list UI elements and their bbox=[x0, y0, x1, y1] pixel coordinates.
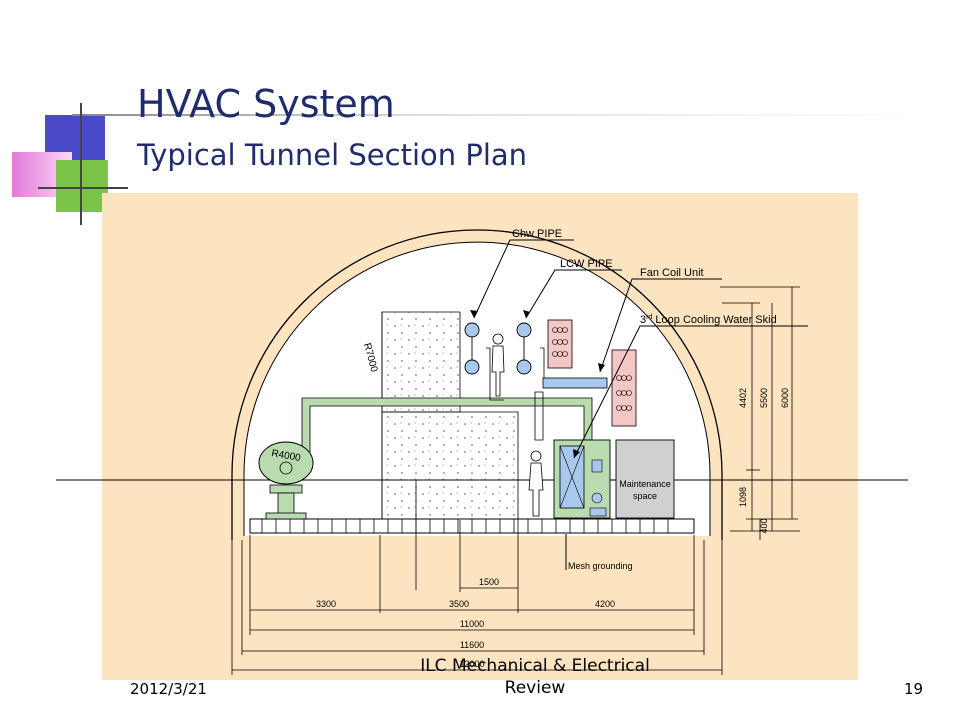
chw-pipe-label: Chw PIPE bbox=[512, 228, 562, 240]
concrete-wall-upper bbox=[381, 311, 461, 413]
dim-bottom: 12000 bbox=[459, 659, 484, 669]
chw-pipe-valves bbox=[464, 322, 532, 375]
cable-rack-right bbox=[611, 349, 637, 427]
deco-hline bbox=[38, 187, 128, 189]
person-upper bbox=[491, 333, 505, 397]
dim-1098: 1098 bbox=[738, 487, 748, 507]
dim-4402: 4402 bbox=[738, 388, 748, 408]
maintenance-space bbox=[615, 439, 675, 519]
loop-skid-label: 3rd Loop Cooling Water Skid bbox=[640, 314, 777, 326]
footer-center-line2: Review bbox=[504, 678, 566, 698]
lcw-pipe-label: LCW PIPE bbox=[560, 258, 613, 270]
r4000-tank bbox=[258, 441, 314, 485]
dim-400: 400 bbox=[759, 518, 769, 533]
dim-11600: 11600 bbox=[460, 640, 484, 650]
mesh-grounding-label: Mesh grounding bbox=[568, 561, 633, 571]
footer-center-line1: ILC Mechanical & Electrical bbox=[420, 656, 650, 676]
deco-square-green bbox=[56, 160, 108, 212]
dim-3500: 3500 bbox=[449, 599, 469, 609]
deco-vline bbox=[80, 103, 82, 225]
concrete-wall-lower bbox=[381, 411, 519, 520]
person-lower bbox=[528, 450, 544, 517]
dim-3300: 3300 bbox=[316, 599, 336, 609]
footer-center: ILC Mechanical & Electrical Review bbox=[380, 655, 690, 699]
page-number: 19 bbox=[904, 680, 924, 698]
deco-fade-bar bbox=[72, 114, 932, 116]
dim-5500: 5500 bbox=[759, 388, 769, 408]
dim-11000: 11000 bbox=[460, 619, 484, 629]
tunnel-outer-arch bbox=[231, 229, 723, 540]
cable-rack-upper bbox=[547, 319, 573, 369]
dim-1500: 1500 bbox=[479, 577, 499, 587]
fan-coil-unit bbox=[542, 377, 608, 389]
maintenance-label-1: Maintenance bbox=[619, 479, 671, 489]
dim-6000: 6000 bbox=[780, 388, 790, 408]
dim-4200: 4200 bbox=[595, 599, 615, 609]
footer-date: 2012/3/21 bbox=[130, 680, 207, 698]
right-dimension-lines bbox=[720, 286, 800, 540]
slide-title: HVAC System bbox=[137, 82, 395, 126]
bottom-dimension-lines bbox=[231, 480, 723, 675]
r4000-label: R4000 bbox=[270, 448, 301, 464]
fan-coil-unit-label: Fan Coil Unit bbox=[640, 267, 704, 279]
maintenance-label-2: space bbox=[633, 491, 657, 501]
slide-subtitle: Typical Tunnel Section Plan bbox=[137, 138, 528, 172]
